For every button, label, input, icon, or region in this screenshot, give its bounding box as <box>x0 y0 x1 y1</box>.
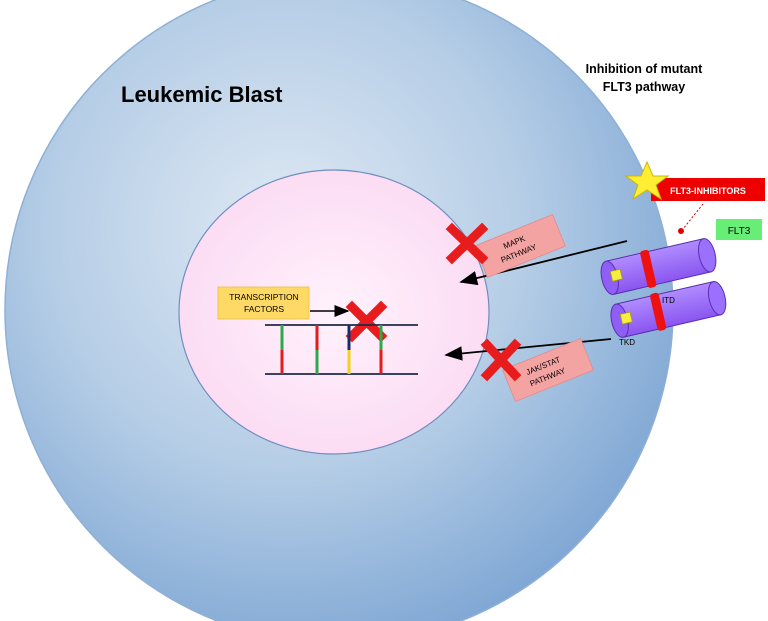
inhibitor-connector <box>682 203 704 230</box>
jakstat-arrow <box>444 338 612 361</box>
inhibitor-dot <box>678 228 684 234</box>
nucleus <box>178 169 490 455</box>
mapk-pathway-box: MAPK PATHWAY <box>474 213 566 279</box>
transcription-label-line1: TRANSCRIPTION <box>229 292 298 302</box>
star-icon <box>624 160 670 201</box>
transcription-factors-box: TRANSCRIPTION FACTORS <box>217 286 310 320</box>
red-x-icon <box>480 338 522 382</box>
receptor-icon <box>600 238 727 338</box>
flt3-inhibitors-box: FLT3-INHIBITORS <box>651 178 765 201</box>
itd-label: ITD <box>662 296 675 305</box>
flt3-inhibitors-label: FLT3-INHIBITORS <box>670 186 746 196</box>
red-x-icon <box>445 222 489 265</box>
pathway-title-line2: FLT3 pathway <box>603 80 685 94</box>
pathway-title-line1: Inhibition of mutant <box>586 62 703 76</box>
red-x-icon <box>345 300 388 343</box>
tkd-label: TKD <box>619 338 635 347</box>
jakstat-pathway-box: JAK/STAT PATHWAY <box>502 337 594 403</box>
transcription-label-line2: FACTORS <box>244 304 284 314</box>
dna-icon <box>265 324 418 375</box>
cell-title: Leukemic Blast <box>121 82 283 107</box>
flt3-box: FLT3 <box>716 219 762 240</box>
flt3-label: FLT3 <box>728 226 751 237</box>
